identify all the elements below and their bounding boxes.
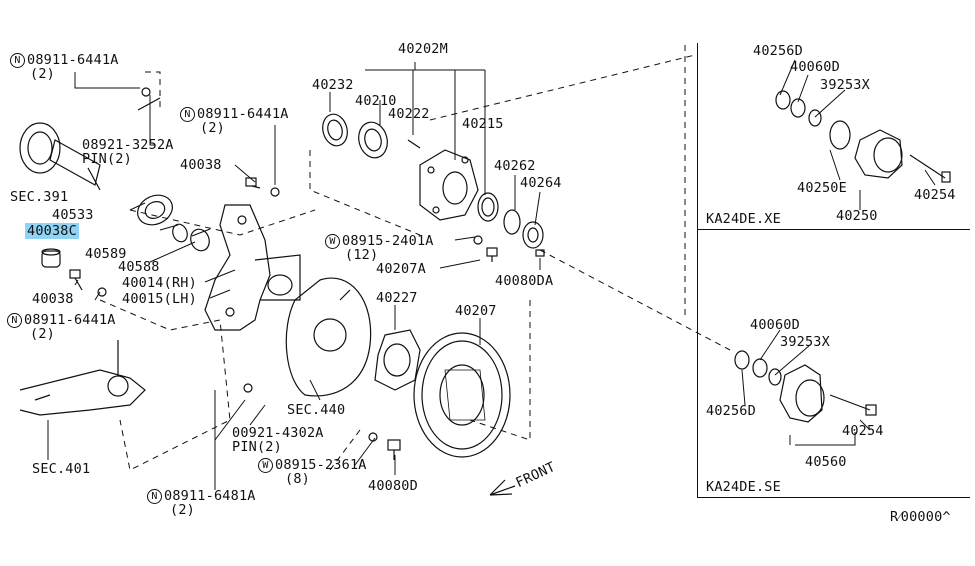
front-arrow bbox=[489, 479, 516, 496]
highlighted-part-number: 40038C bbox=[25, 223, 79, 239]
label-pin-2-b: PIN(2) bbox=[232, 439, 282, 455]
drive-shaft-part bbox=[19, 122, 101, 191]
free-hub-se-part bbox=[734, 350, 877, 423]
label-40588: 40588 bbox=[118, 259, 160, 275]
label-sec-401: SEC.401 bbox=[32, 461, 91, 477]
section-box-se bbox=[697, 229, 970, 498]
n-marker: N bbox=[10, 53, 25, 68]
label-40038-b: 40038 bbox=[32, 291, 74, 307]
label-40060d-bot: 40060D bbox=[750, 317, 800, 333]
w-marker: W bbox=[258, 458, 273, 473]
label-40202m: 40202M bbox=[398, 41, 448, 57]
label-pin-08921-3252a: 08921-3252A bbox=[82, 137, 174, 153]
bolts-left bbox=[69, 87, 280, 393]
label-40060d-top: 40060D bbox=[790, 59, 840, 75]
seal-40589-part bbox=[172, 223, 188, 243]
label-40227: 40227 bbox=[376, 290, 418, 306]
lower-arm-part bbox=[19, 340, 146, 416]
label-qty-8: (8) bbox=[285, 471, 310, 487]
label-pin-00921-4302a: 00921-4302A bbox=[232, 425, 324, 441]
caliper-part bbox=[374, 329, 421, 391]
label-sec-440: SEC.440 bbox=[287, 402, 346, 418]
label-40080d: 40080D bbox=[368, 478, 418, 494]
n-marker: N bbox=[7, 313, 22, 328]
label-engine-xe: KA24DE.XE bbox=[706, 211, 781, 227]
label-40210: 40210 bbox=[355, 93, 397, 109]
bearing-40588-part bbox=[190, 228, 211, 252]
label-qty-2-b: (2) bbox=[30, 326, 55, 342]
label-engine-se: KA24DE.SE bbox=[706, 479, 781, 495]
label-40207a: 40207A bbox=[376, 261, 426, 277]
label-qty-2-c: (2) bbox=[200, 120, 225, 136]
bolts-center bbox=[368, 235, 545, 460]
backing-plate-part bbox=[285, 277, 372, 397]
label-qty-2-a: (2) bbox=[30, 66, 55, 82]
label-ref-code: R⁄00000^ bbox=[890, 509, 951, 525]
label-qty-2-d: (2) bbox=[170, 502, 195, 518]
label-40222: 40222 bbox=[388, 106, 430, 122]
label-40254-top: 40254 bbox=[914, 187, 956, 203]
label-sec-391: SEC.391 bbox=[10, 189, 69, 205]
label-40264: 40264 bbox=[520, 175, 562, 191]
label-40250e: 40250E bbox=[797, 180, 847, 196]
label-40038-a: 40038 bbox=[180, 157, 222, 173]
label-40533: 40533 bbox=[52, 207, 94, 223]
label-40256d-top: 40256D bbox=[753, 43, 803, 59]
label-qty-12: (12) bbox=[345, 247, 379, 263]
n-marker: N bbox=[147, 489, 162, 504]
label-40207: 40207 bbox=[455, 303, 497, 319]
leader-lines bbox=[47, 59, 936, 490]
dashed-guides bbox=[99, 45, 731, 471]
label-39253x-top: 39253X bbox=[820, 77, 870, 93]
section-box-xe bbox=[697, 43, 970, 230]
label-40560: 40560 bbox=[805, 454, 847, 470]
label-40038c[interactable]: 40038C bbox=[25, 223, 79, 239]
label-pin-2-a: PIN(2) bbox=[82, 151, 132, 167]
label-40254-bot: 40254 bbox=[842, 423, 884, 439]
label-40232: 40232 bbox=[312, 77, 354, 93]
label-40262: 40262 bbox=[494, 158, 536, 174]
disc-rotor-part bbox=[413, 332, 511, 458]
hub-assembly-part bbox=[322, 113, 544, 249]
label-40256d-bot: 40256D bbox=[706, 403, 756, 419]
free-hub-xe-part bbox=[775, 90, 951, 183]
seal-40533-part bbox=[137, 194, 173, 226]
bushing-40038c-part bbox=[41, 248, 61, 268]
label-40589: 40589 bbox=[85, 246, 127, 262]
label-40215: 40215 bbox=[462, 116, 504, 132]
label-40015: 40015(LH) bbox=[122, 291, 197, 307]
label-39253x-bot: 39253X bbox=[780, 334, 830, 350]
label-40014: 40014(RH) bbox=[122, 275, 197, 291]
w-marker: W bbox=[325, 234, 340, 249]
knuckle-part bbox=[204, 204, 301, 331]
label-40250: 40250 bbox=[836, 208, 878, 224]
n-marker: N bbox=[180, 107, 195, 122]
label-40080da: 40080DA bbox=[495, 273, 554, 289]
